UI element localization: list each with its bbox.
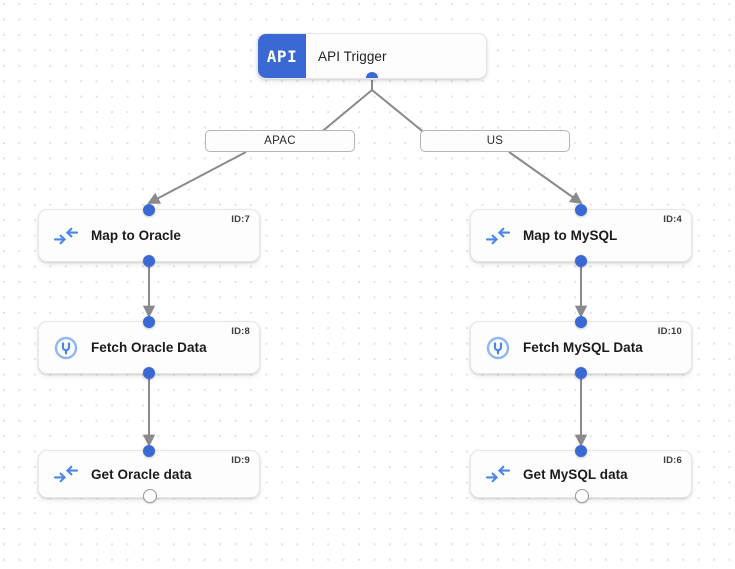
map-arrows-icon [51, 461, 81, 487]
node-title: Get Oracle data [91, 466, 192, 482]
port-out[interactable] [575, 255, 587, 267]
node-id-badge: ID:10 [657, 326, 682, 337]
map-arrows-icon [51, 223, 81, 249]
api-badge-icon: API [258, 34, 306, 78]
node-api-trigger[interactable]: API API Trigger [257, 33, 487, 79]
port-in[interactable] [143, 316, 155, 328]
node-map-to-oracle[interactable]: Map to Oracle ID:7 [38, 204, 260, 267]
node-id-badge: ID:9 [231, 455, 250, 466]
port-out[interactable] [575, 367, 587, 379]
branch-label-us[interactable]: US [420, 130, 570, 152]
branch-label-text: US [486, 135, 504, 147]
port-in[interactable] [575, 204, 587, 216]
node-fetch-mysql-data[interactable]: Fetch MySQL Data ID:10 [470, 316, 692, 379]
node-title: Map to MySQL [523, 228, 618, 243]
port-out[interactable] [143, 489, 157, 503]
node-title: Map to Oracle [91, 228, 181, 243]
database-connector-icon [51, 335, 81, 361]
port-in[interactable] [143, 445, 155, 457]
port-in[interactable] [143, 204, 155, 216]
port-out[interactable] [143, 367, 155, 379]
map-arrows-icon [483, 223, 513, 249]
node-title: Fetch MySQL Data [523, 340, 643, 355]
node-get-oracle-data[interactable]: Get Oracle data ID:9 [38, 445, 260, 503]
port-out[interactable] [575, 489, 589, 503]
node-id-badge: ID:6 [663, 455, 682, 466]
edge-us-to-map-mysql [508, 151, 583, 205]
node-id-badge: ID:8 [231, 326, 250, 337]
node-title: API Trigger [318, 48, 387, 64]
node-title: Get MySQL data [523, 466, 628, 482]
node-title: Fetch Oracle Data [91, 340, 207, 355]
node-fetch-oracle-data[interactable]: Fetch Oracle Data ID:8 [38, 316, 260, 379]
database-connector-icon [483, 335, 513, 361]
edge-apac-to-map-oracle [147, 151, 247, 204]
map-arrows-icon [483, 461, 513, 487]
branch-label-text: APAC [264, 135, 296, 147]
port-out[interactable] [143, 255, 155, 267]
branch-label-apac[interactable]: APAC [205, 130, 355, 152]
port-out[interactable] [366, 72, 378, 78]
node-map-to-mysql[interactable]: Map to MySQL ID:4 [470, 204, 692, 267]
port-in[interactable] [575, 316, 587, 328]
port-in[interactable] [575, 445, 587, 457]
node-get-mysql-data[interactable]: Get MySQL data ID:6 [470, 445, 692, 503]
node-id-badge: ID:4 [663, 214, 682, 225]
api-badge-text: API [266, 46, 298, 66]
node-id-badge: ID:7 [231, 214, 250, 225]
